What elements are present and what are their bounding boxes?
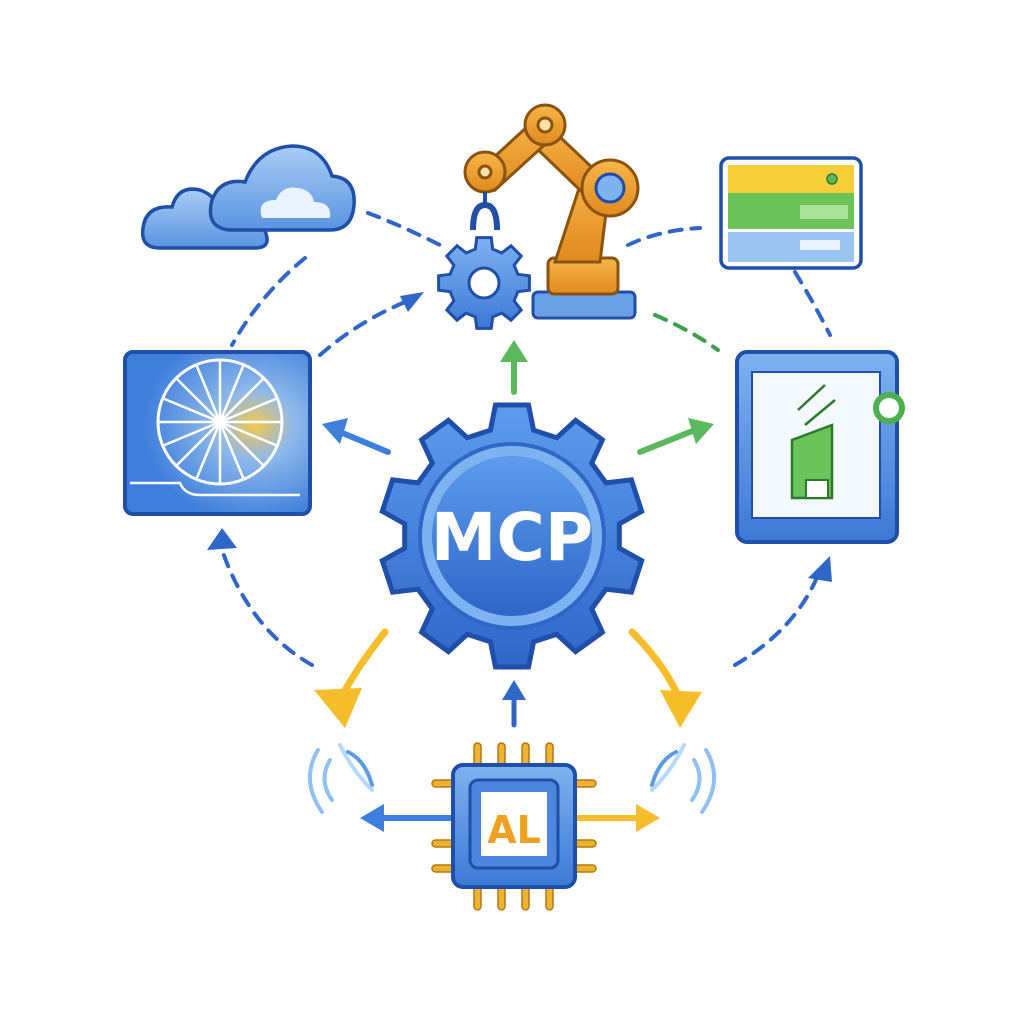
solar-dashboard-panel [123,350,312,516]
arrow-left-blue [337,429,391,455]
mcp-label: MCP [431,499,594,576]
wheel-spoke [162,397,221,424]
dashed-connectors [220,211,832,667]
wheel-spoke [219,397,278,424]
ai-chip-icon: AL [431,742,597,911]
connector-card-rightpanel [793,270,832,337]
wheel-spoke [218,421,245,480]
mcp-gear-core [432,456,592,616]
connector-right-bottom [733,573,820,667]
document-panel [735,350,905,544]
connector-leftpanel-robot [318,298,412,357]
toggle-ring [873,392,905,424]
small-gear-hole [467,266,501,300]
hub-arrows [314,340,714,832]
connector-cloud-leftpanel [230,256,307,347]
wheel-spoke [175,377,221,423]
chip-label: AL [487,808,541,852]
wheel-spoke [175,421,221,467]
arrowhead-left-up [207,528,237,550]
connector-robot-card [626,226,702,247]
arrow-right-green [637,427,698,455]
signal-left-icon [307,743,374,814]
wheel-spoke [219,420,278,447]
wheel-spoke [195,421,222,480]
connector-robot-rightpanel [653,313,720,352]
signal-right-icon [650,743,717,814]
cloud-icon [140,144,356,250]
wheel-spoke [162,420,221,447]
arrowhead-to-robot [400,292,424,312]
connector-cloud-robot [366,211,442,247]
arrowhead-right-up [808,556,832,582]
robot-arm-icon [463,103,640,320]
wheel-spoke [219,377,265,423]
wheel-spoke [195,364,222,423]
wheel-icon [158,360,282,484]
connector-left-bottom [220,548,314,667]
arrow-down-right-yellow [628,628,684,704]
wheel-spoke [219,421,265,467]
wheel-spoke [218,364,245,423]
card-window-icon [719,156,863,270]
